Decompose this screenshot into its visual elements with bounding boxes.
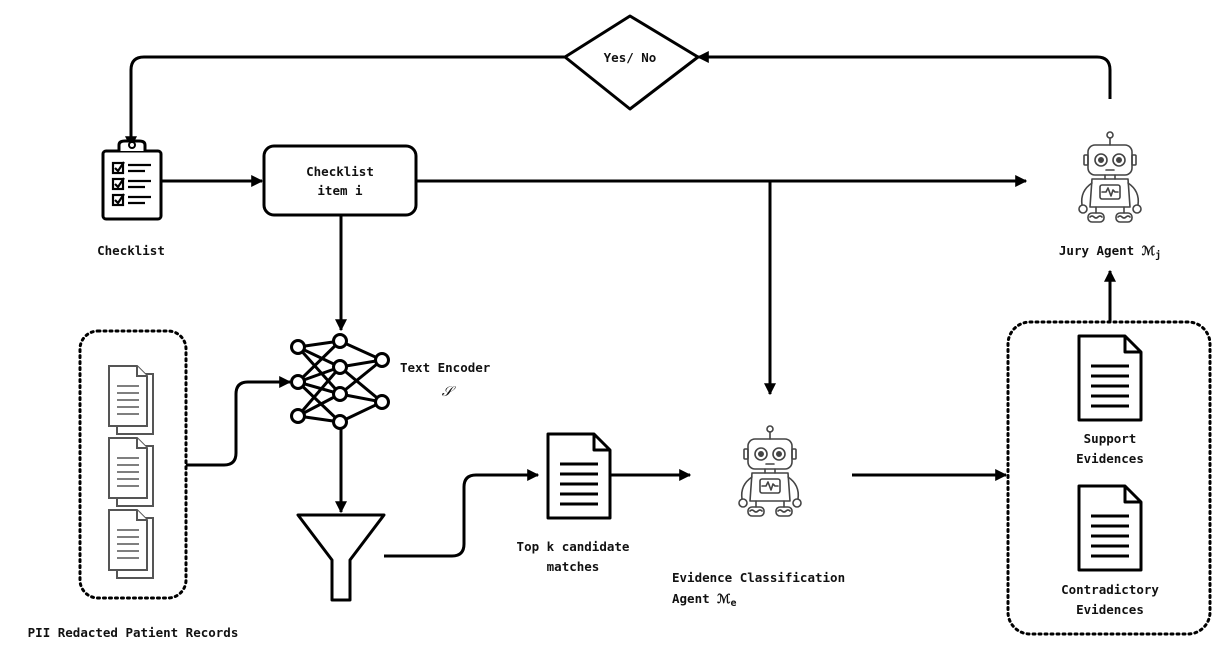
topk-line1: Top k candidate [517,539,630,554]
records-label: PII Redacted Patient Records [28,625,239,640]
document-icon [546,432,612,520]
text-encoder-label: Text Encoder [400,360,491,375]
checklist-icon [101,139,163,221]
decision-label: Yes/ No [604,50,657,65]
robot-icon [738,425,802,517]
evidences-group: Support Evidences Contradictory Evidence… [1006,320,1212,636]
edge-jury-to-decision [696,51,1112,99]
text-encoder-symbol: 𝒮 [442,384,457,400]
records-group [78,329,188,600]
checklist-item-line1: Checklist [306,164,374,179]
jury-agent-label: Jury Agent ℳj [1059,243,1161,261]
checklist-item-box: Checklist item i [262,144,418,217]
contradictory-line1: Contradictory [1061,582,1159,597]
document-icon [1077,334,1143,422]
edge-records-to-encoder [186,376,292,467]
checklist-label: Checklist [97,243,165,258]
document-icon [108,365,154,435]
funnel-icon [296,513,386,602]
edge-decision-to-checklist [125,55,565,149]
document-icon [108,509,154,579]
document-icon [1077,484,1143,572]
document-icon [108,437,154,507]
evidence-agent-line1: Evidence Classification [672,570,845,585]
evidence-agent-line2: Agent ℳe [672,591,737,609]
contradictory-line2: Evidences [1076,602,1144,617]
decision-node: Yes/ No [563,14,700,111]
edge-funnel-to-topk [384,469,540,558]
checklist-item-line2: item i [317,183,363,198]
support-line1: Support [1084,431,1137,446]
neural-network-icon [290,333,390,430]
topk-line2: matches [547,559,600,574]
robot-icon [1078,131,1142,223]
support-line2: Evidences [1076,451,1144,466]
